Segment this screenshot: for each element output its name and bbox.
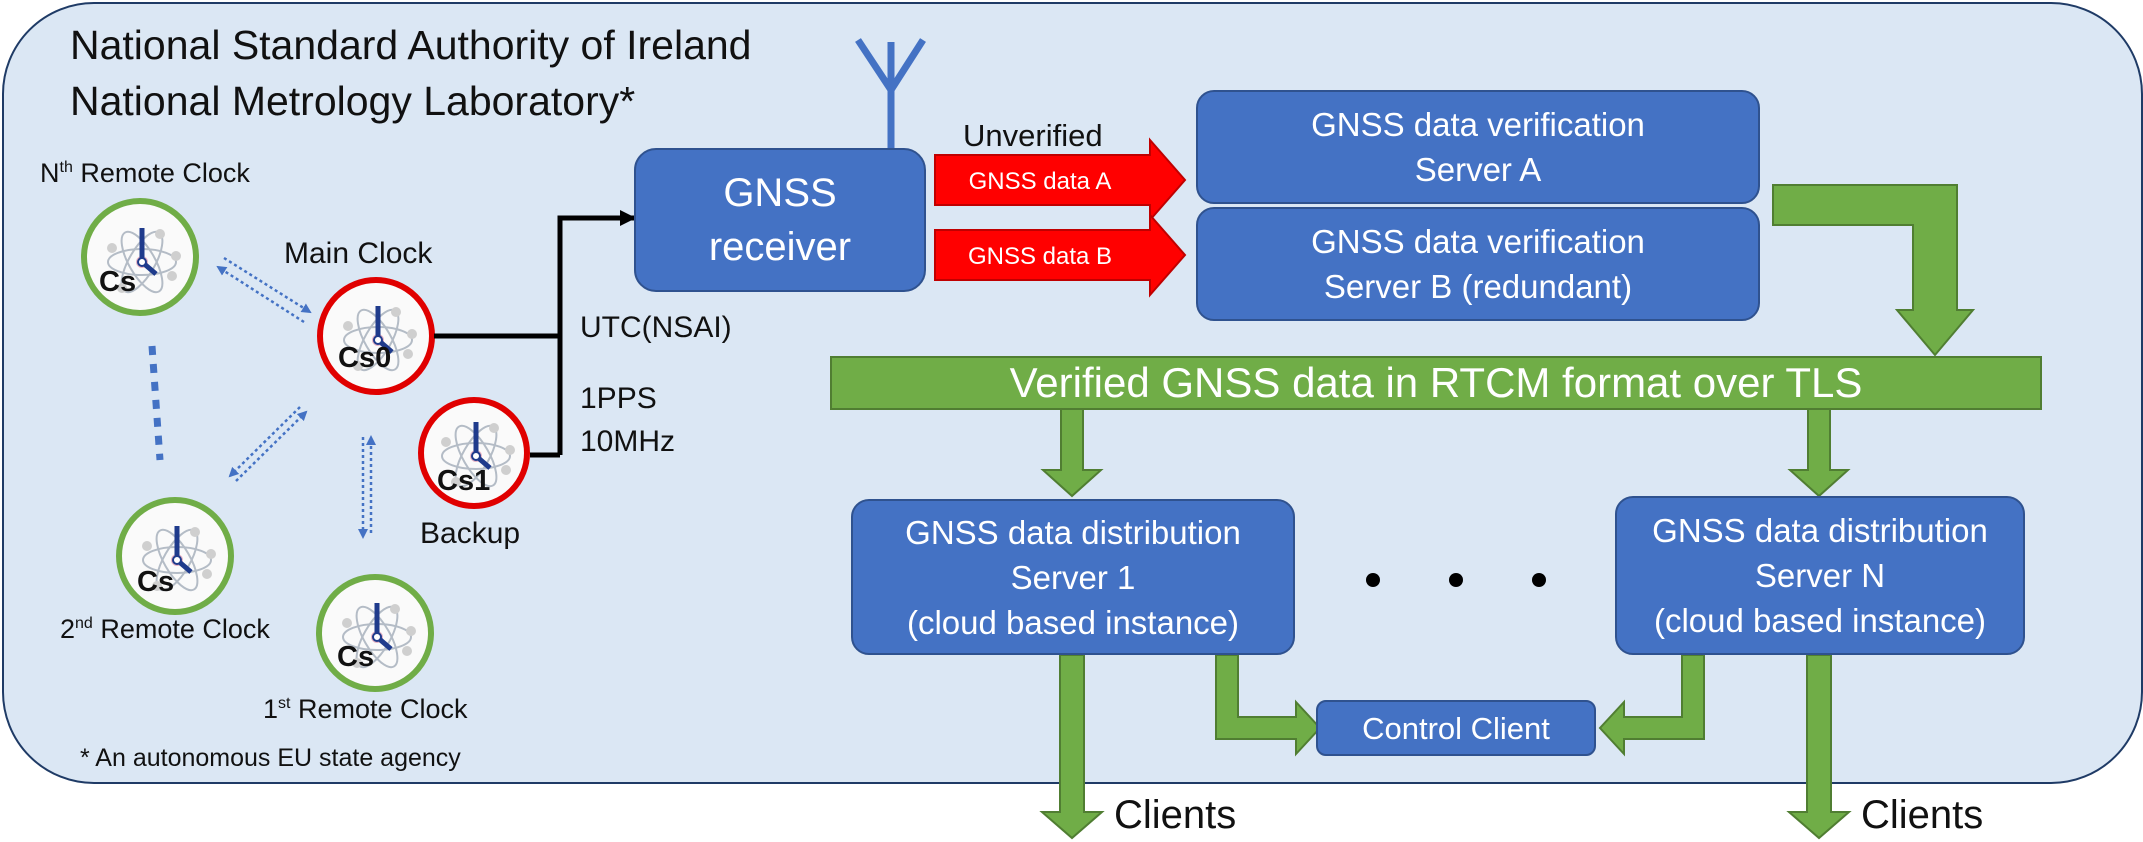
verified-elbow-arrow [1772,184,1976,357]
distN-line2: Server N [1754,557,1886,594]
gnss-data-a-label: GNSS data A [969,168,1112,195]
utc-label: UTC(NSAI) [580,311,732,344]
distN-line3: (cloud based instance) [1653,602,1987,639]
server-b-line2: Server B (redundant) [1323,268,1633,305]
nth-remote-clock-label: Nth Remote Clock [40,158,250,189]
first-remote-clock-label: 1st Remote Clock [263,694,468,725]
nth-label-number: N [40,158,60,188]
server-a-line2: Server A [1414,151,1542,188]
control-client-box: Control Client [1316,700,1596,756]
control-client-label: Control Client [1362,710,1550,746]
first-label-number: 1 [263,694,279,724]
dist1-line2: Server 1 [1010,558,1136,596]
backup-clock-label: Backup [420,517,521,550]
receiver-line2: receiver [708,225,852,269]
backup-clock-icon [418,397,530,509]
gnss-data-b-label: GNSS data B [968,243,1112,270]
clients-right-label: Clients [1861,793,1984,837]
pps-label: 1PPS [580,382,657,415]
client-arrows [1039,654,1852,840]
gnss-receiver-box: GNSS receiver [634,148,926,292]
first-clock-symbol: Cs [337,641,375,673]
control-client-arrows [1215,654,1705,757]
clients-left-label: Clients [1114,793,1237,837]
verification-server-b-box: GNSS data verification Server B (redunda… [1196,207,1760,321]
remote-clock-ellipsis-line [148,345,164,461]
gnss-data-a-arrow [934,137,1187,223]
freq-label: 10MHz [580,425,676,458]
clock-signal-lines [434,210,636,458]
server-a-line1: GNSS data verification [1311,106,1645,143]
clock-sync-links [216,256,376,539]
gnss-data-b-arrow [934,212,1187,298]
first-remote-clock-icon [316,574,434,692]
second-remote-clock-icon [116,497,234,615]
second-label-suffix: Remote Clock [92,614,270,644]
second-label-sup: nd [75,615,93,632]
nth-remote-clock-icon [81,198,199,316]
org-title-line2: National Metrology Laboratory* [70,78,636,124]
main-clock-icon [317,277,435,395]
more-servers-ellipsis [1366,573,1546,587]
footnote: * An autonomous EU state agency [80,744,461,772]
unverified-label: Unverified [963,118,1103,153]
org-title-line1: National Standard Authority of Ireland [70,22,752,68]
first-label-suffix: Remote Clock [290,694,468,724]
nth-clock-symbol: Cs [99,266,137,298]
verified-data-banner: Verified GNSS data in RTCM format over T… [830,356,2042,410]
main-clock-symbol: Cs0 [338,342,392,374]
antenna-icon [855,38,926,150]
dist1-line3: (cloud based instance) [906,603,1240,641]
server-b-line1: GNSS data verification [1311,223,1645,260]
nth-label-suffix: Remote Clock [72,158,250,188]
second-label-number: 2 [60,614,76,644]
second-remote-clock-label: 2nd Remote Clock [60,614,270,645]
first-label-sup: st [278,695,291,712]
backup-clock-symbol: Cs1 [437,465,491,497]
second-clock-symbol: Cs [137,566,175,598]
dist1-line1: GNSS data distribution [905,513,1241,551]
banner-to-dist-arrows [1040,408,1851,498]
distribution-server-n-box: GNSS data distribution Server N (cloud b… [1615,496,2025,655]
receiver-line1: GNSS [723,171,837,215]
distribution-server-1-box: GNSS data distribution Server 1 (cloud b… [851,499,1295,655]
verification-server-a-box: GNSS data verification Server A [1196,90,1760,204]
nth-label-sup: th [59,159,73,176]
distN-line1: GNSS data distribution [1652,512,1988,549]
main-clock-label: Main Clock [284,237,433,270]
